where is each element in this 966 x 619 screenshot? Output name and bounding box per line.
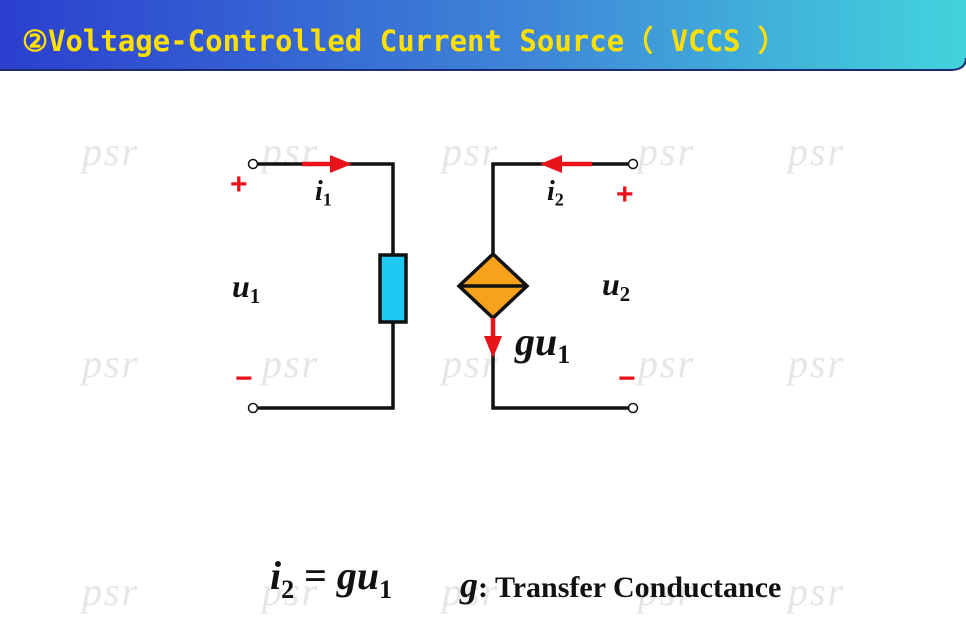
symbol-i: i [547,176,555,207]
watermark: psr [442,569,500,614]
watermark: psr [442,129,500,174]
vccs-equation: i2 = gu1 [270,552,392,605]
current-arrow-i1-head [330,155,352,173]
voltage-label-u2: u2 [602,266,630,307]
left-plus-sign: + [230,168,248,201]
watermark: psr [788,569,846,614]
current-arrow-i2-head [540,155,562,173]
left-minus-sign: − [235,362,253,395]
watermark: psr [262,569,320,614]
terminal [247,158,259,170]
terminal [627,402,639,414]
resistor [378,253,408,324]
source-label: gu1 [515,318,570,370]
symbol-gu: gu [515,319,558,364]
header-banner: ②Voltage-Controlled Current Source（ VCCS… [0,0,966,72]
current-label-i1: i1 [315,176,332,210]
watermark: psr [82,129,140,174]
watermark: psr [638,341,696,386]
subscript: 1 [557,339,571,369]
left-wire-bottom [253,322,395,410]
watermark: psr [82,569,140,614]
watermark: psr [262,129,320,174]
subscript: 2 [554,189,564,210]
watermark: psr [638,569,696,614]
watermark: psr [82,341,140,386]
symbol-u: u [602,266,620,302]
subscript: 1 [249,285,261,309]
symbol-i: i [315,176,323,207]
source-arrow-head [484,336,502,358]
eq-equals: = [304,553,327,598]
eq-rhs-sub: 1 [379,575,393,605]
symbol-u: u [232,268,250,304]
watermark: psr [638,129,696,174]
g-description: : Transfer Conductance [478,571,782,604]
terminal [247,402,259,414]
eq-rhs: gu [336,553,380,598]
watermark: psr [442,341,500,386]
eq-lhs: i [270,553,282,598]
eq-lhs-sub: 2 [281,575,295,605]
voltage-label-u1: u1 [232,268,260,309]
right-minus-sign: − [618,362,636,395]
watermark: psr [788,341,846,386]
page-title: ②Voltage-Controlled Current Source（ VCCS… [22,24,787,58]
left-wire [253,162,395,255]
g-symbol: g [460,565,478,605]
g-definition: g: Transfer Conductance [460,564,781,606]
watermark: psr [788,129,846,174]
current-label-i2: i2 [547,176,564,210]
subscript: 2 [619,283,631,307]
terminal [627,158,639,170]
subscript: 1 [322,189,332,210]
right-plus-sign: + [616,178,634,211]
watermark: psr [262,341,320,386]
